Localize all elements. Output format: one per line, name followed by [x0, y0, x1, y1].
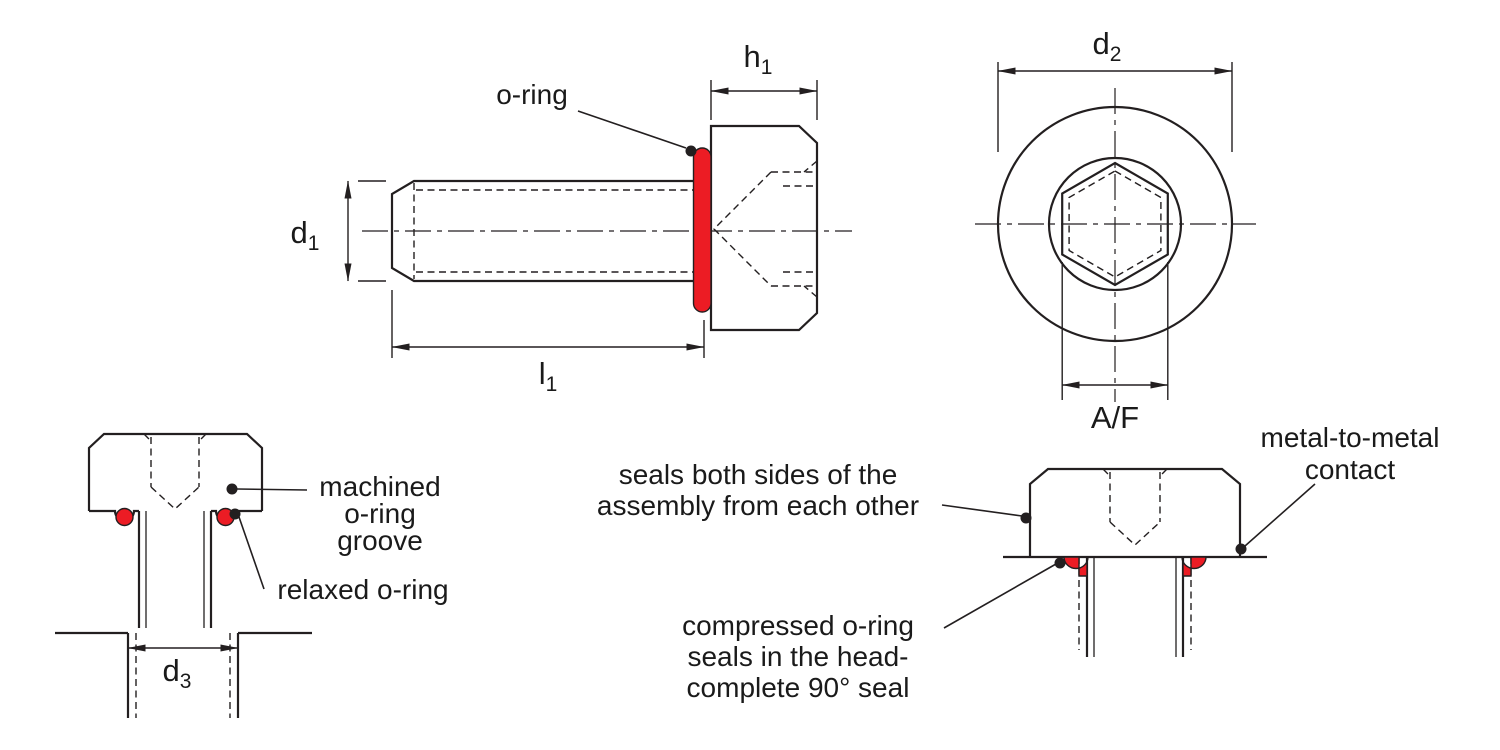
relaxed-o-ring-callout: relaxed o-ring: [229, 508, 449, 605]
o-ring-groove-detail-view: machined o-ring groove relaxed o-ring d3: [55, 432, 449, 718]
leader-line: [943, 563, 1057, 629]
leader-line: [941, 504, 1023, 517]
leader-dot: [1020, 512, 1032, 524]
socket-cone-line: [713, 171, 772, 287]
leader-dot: [1054, 557, 1066, 569]
leader-dot: [226, 483, 238, 495]
compressed-label-line1: compressed o-ring: [682, 610, 914, 641]
leader-line: [236, 488, 308, 491]
metal-contact-label-line1: metal-to-metal: [1261, 422, 1440, 453]
metal-contact-label-line2: contact: [1305, 454, 1395, 485]
dimension-label-d1: d1: [291, 215, 320, 255]
compressed-label-line3: complete 90° seal: [687, 672, 910, 703]
dimension-label-d2: d2: [1093, 26, 1122, 66]
leader-dot: [1235, 543, 1247, 555]
machined-groove-label-line3: groove: [337, 525, 423, 556]
socket-chamfer-line: [803, 160, 818, 173]
compressed-o-ring-right: [1181, 556, 1207, 577]
leader-dot: [229, 508, 241, 520]
socket-cone-line: [150, 486, 200, 510]
dimension-label-af: A/F: [1091, 400, 1139, 435]
dimension-l1: l1: [391, 290, 705, 396]
socket-chamfer-circle: [1047, 156, 1183, 292]
hex-socket-hidden-lines: [713, 160, 818, 298]
hex-socket-root-hidden: [1068, 170, 1162, 278]
leader-line: [577, 110, 687, 149]
assembly-socket-hidden-lines: [1102, 468, 1168, 546]
head-outline: [709, 124, 819, 332]
dimension-label-l1: l1: [539, 356, 558, 396]
detail-socket-hidden-lines: [143, 433, 207, 510]
o-ring-label: o-ring: [496, 79, 568, 110]
mating-plate-hole-section: d3: [55, 631, 312, 718]
compressed-o-ring-left: [1063, 556, 1089, 577]
seals-label-line2: assembly from each other: [597, 490, 919, 521]
socket-chamfer-line: [1159, 468, 1168, 477]
assembly-head-outline: [1028, 467, 1242, 556]
dimension-d2: d2: [997, 26, 1233, 152]
compressed-o-ring-callout: compressed o-ring seals in the head- com…: [682, 557, 1066, 703]
hex-socket-outline: [1061, 161, 1169, 287]
dimension-h1: h1: [710, 39, 818, 120]
socket-cone-line: [1109, 521, 1161, 546]
o-ring-side-view: [692, 147, 712, 313]
relaxed-o-ring-left: [115, 507, 134, 527]
leader-dot: [685, 145, 697, 157]
socket-chamfer-line: [803, 285, 818, 298]
socket-chamfer-line: [143, 433, 152, 442]
assembly-seal-view: seals both sides of the assembly from ea…: [597, 422, 1440, 703]
machined-groove-label-line2: o-ring: [344, 498, 416, 529]
detail-head-outline: [87, 432, 264, 511]
dimension-label-d3: d3: [163, 653, 192, 693]
compressed-label-line2: seals in the head-: [687, 641, 908, 672]
leader-line: [238, 516, 265, 590]
socket-chamfer-line: [1102, 468, 1111, 477]
seals-label-line1: seals both sides of the: [619, 459, 898, 490]
machined-groove-label-line1: machined: [319, 471, 440, 502]
leader-line: [1244, 483, 1316, 547]
dimension-af: A/F: [1061, 262, 1169, 435]
dimension-d1: d1: [291, 180, 386, 282]
machined-groove-callout: machined o-ring groove: [226, 471, 441, 556]
socket-chamfer-line: [198, 433, 207, 442]
head-outer-circle: [996, 105, 1234, 343]
relaxed-o-ring-label: relaxed o-ring: [277, 574, 448, 605]
dimension-label-h1: h1: [744, 39, 773, 79]
side-view-seal-screw: h1 d1 l1 o-ring: [291, 39, 852, 396]
seals-both-sides-callout: seals both sides of the assembly from ea…: [597, 459, 1032, 524]
metal-to-metal-callout: metal-to-metal contact: [1235, 422, 1440, 555]
end-view-screw-head: d2 A/F: [975, 26, 1256, 435]
shank-outline: [390, 179, 706, 283]
o-ring-callout: o-ring: [496, 79, 697, 157]
